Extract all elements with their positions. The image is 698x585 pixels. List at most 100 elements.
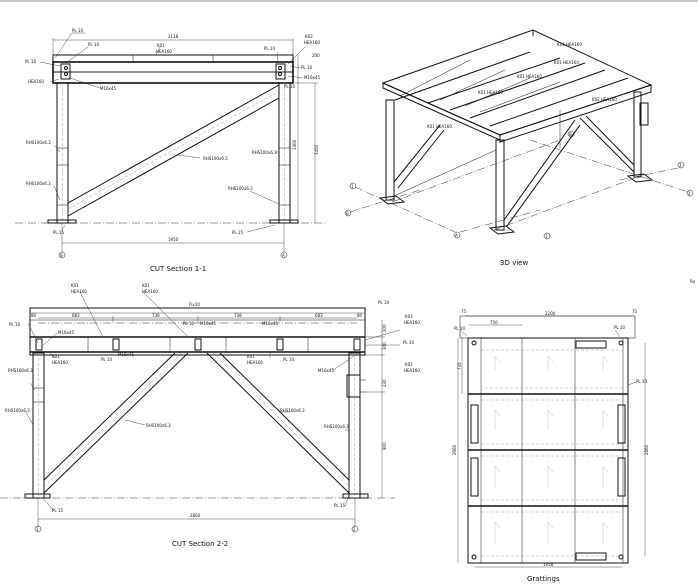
label-rhs: RHS100x6.3 xyxy=(146,423,171,428)
bolt-icon xyxy=(278,66,282,70)
axis-label: B xyxy=(569,132,572,137)
label-hea160: HEA160 xyxy=(247,360,263,365)
side-bracket xyxy=(346,374,361,398)
column xyxy=(495,139,505,231)
axis-label: A xyxy=(455,233,458,238)
label-k01: K01 xyxy=(52,354,60,359)
axis-label: 1 xyxy=(545,234,548,239)
dim: 738 xyxy=(234,313,242,318)
diagonal-brace xyxy=(206,352,350,494)
label-pl10: PL 10 xyxy=(614,325,625,330)
base-plate xyxy=(24,493,51,499)
member-tag: K01 HEA160 xyxy=(517,74,542,79)
axis-label: B xyxy=(346,211,349,216)
label-hea160: HEA160 xyxy=(156,49,172,54)
label-hea160: HEA160 xyxy=(142,289,158,294)
column xyxy=(633,91,642,178)
axis-marker-2 xyxy=(351,525,359,533)
member-tag: K01 HEA160 xyxy=(557,42,582,47)
bolt-icon xyxy=(64,66,68,70)
dim: 2860 xyxy=(644,444,649,455)
dim-top: 2118 xyxy=(168,34,179,39)
left-connection-plate xyxy=(60,63,71,80)
diagonal-brace xyxy=(43,352,176,481)
axis-label: 1 xyxy=(36,527,39,532)
label-rhs: RHS100x6.3 xyxy=(324,424,349,429)
dim: 75 xyxy=(461,309,467,314)
dim: 200 xyxy=(382,324,387,332)
view-title: Grattings xyxy=(527,575,560,583)
base-plate xyxy=(47,219,77,224)
dim-bottom: 2860 xyxy=(190,513,201,518)
label-rhs: RHS100x6.3 xyxy=(26,181,51,186)
label-pl10: PL 10 xyxy=(284,84,295,89)
axis-label: 1 xyxy=(351,184,354,189)
label-m16: M16x45 xyxy=(100,86,116,91)
label-m16: M16x45 xyxy=(200,321,216,326)
label-pl10: PL 10 xyxy=(25,59,36,64)
label-k01: K01 xyxy=(71,283,79,288)
bolt-groups xyxy=(35,338,361,351)
label-m16: M16x45 xyxy=(118,352,134,357)
side-bracket xyxy=(639,102,649,126)
dim: 683 xyxy=(315,313,323,318)
dim-height: 1450 xyxy=(314,144,319,155)
label-pl10: PL 10 xyxy=(9,322,20,327)
dim-side: 1400 xyxy=(292,139,297,150)
label-pl15: PL 15 xyxy=(52,508,63,513)
grattings-plan: 2200 750 75 75 735 2980 2860 1958 PL 10 … xyxy=(452,309,649,583)
top-beam xyxy=(52,61,294,84)
member-tag: K01 HEA160 xyxy=(427,124,452,129)
dim: 735 xyxy=(457,362,462,370)
label-pl10: PL 10 xyxy=(88,42,99,47)
label-hea160: HEA160 xyxy=(52,360,68,365)
axis-marker-b xyxy=(58,251,66,259)
section-1-1: PL 10 PL 10 PL 10 HEA160 M16x45 K01 HEA1… xyxy=(15,28,325,273)
axis-marker-a xyxy=(280,251,288,259)
label-rhs: RHS100x6.3 xyxy=(252,150,277,155)
dim-small: 200 xyxy=(312,53,320,58)
label-k03: K03 xyxy=(305,34,313,39)
axis-label: 2 xyxy=(353,527,356,532)
dim: 2980 xyxy=(452,444,457,455)
label-pl10: PL 10 xyxy=(378,300,389,305)
label-pl10: PL 10 xyxy=(264,46,275,51)
label-hea160: HEA160 xyxy=(304,40,320,45)
label-hea160: HEA160 xyxy=(28,79,44,84)
bolt-icon xyxy=(278,72,282,76)
axis-label: 2 xyxy=(688,191,691,196)
frame-top-outline xyxy=(381,29,653,136)
label-hea160: HEA160 xyxy=(71,289,87,294)
view-title: CUT Section 1-1 xyxy=(150,265,206,273)
label-k01: K01 xyxy=(157,43,165,48)
label-pl10: PL 10 xyxy=(72,28,83,33)
margin-text: Ro xyxy=(690,279,696,284)
label-pl15: PL 15 xyxy=(53,230,64,235)
label-flat: Flx10 xyxy=(189,302,200,307)
member-tag: K02 HEA160 xyxy=(592,97,617,102)
dim: 738 xyxy=(152,313,160,318)
label-m16: M16x45 xyxy=(304,75,320,80)
dim: 750 xyxy=(490,320,498,325)
label-pl10: PL 10 xyxy=(636,379,647,384)
label-rhs: RHS100x6.3 xyxy=(26,140,51,145)
axis-label: 2 xyxy=(679,163,682,168)
axis-marker-1 xyxy=(34,525,42,533)
label-rhs: RHS100x6.3 xyxy=(280,408,305,413)
section-2-2: K01 HEA160 K01 HEA160 Flx10 PL 10 PL 10 … xyxy=(0,283,420,548)
label-rhs: RHS100x6.3 xyxy=(228,186,253,191)
label-pl15: PL 15 xyxy=(334,503,345,508)
label-m16: M16x45 xyxy=(318,368,334,373)
dim: 80 xyxy=(357,313,363,318)
dim: 300 xyxy=(382,342,387,350)
view-3d: 1 B A 1 2 2 B K01 HEA160 K01 HEA160 K01 … xyxy=(344,29,694,267)
label-pl10: PL 10 xyxy=(283,357,294,362)
label-pl10: PL 10 xyxy=(301,65,312,70)
label-k03: K03 xyxy=(405,314,413,319)
label-hea160: HEA160 xyxy=(404,368,420,373)
label-k02: K02 xyxy=(405,362,413,367)
dim: 683 xyxy=(72,313,80,318)
dim: 230 xyxy=(382,379,387,387)
dim: 80 xyxy=(31,313,37,318)
